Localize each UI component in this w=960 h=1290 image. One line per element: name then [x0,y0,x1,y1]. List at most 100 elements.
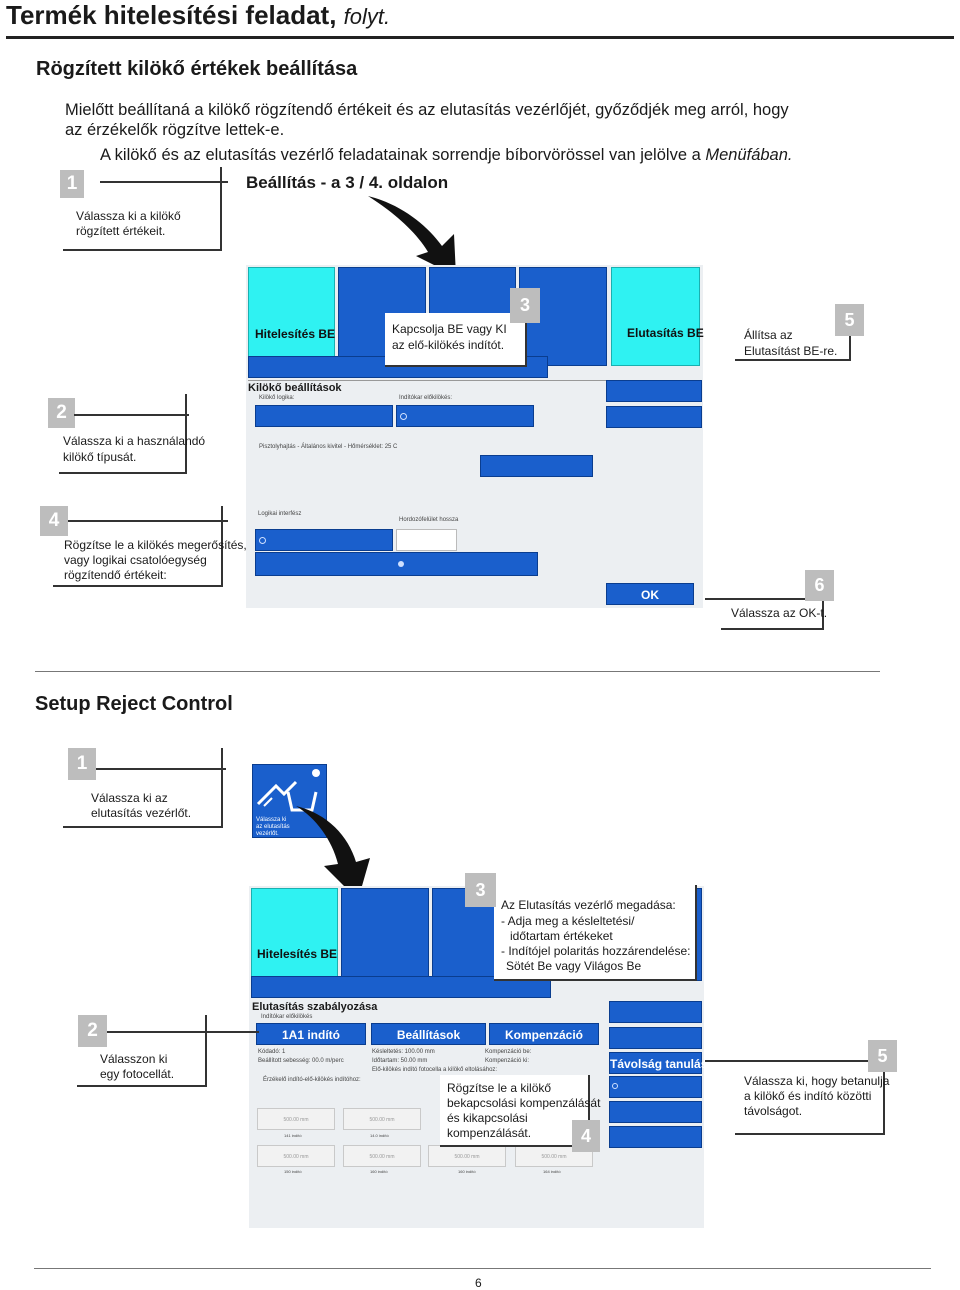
s2-step4-box [440,1075,590,1147]
screen1-divider [248,380,700,381]
screen2-kodado: Kódadó: 1 [258,1049,286,1055]
section1-para2: az érzékelők rögzítve lettek-e. [65,121,285,139]
section1-title: Rögzített kilökő értékek beállítása [36,58,358,80]
screen2-tab-indito[interactable]: 1A1 indító [256,1023,366,1045]
s2-step4-text3: és kikapcsolási [447,1111,528,1125]
s1-step5-text2: Elutasítást BE-re. [744,344,838,358]
screen2-btn-blank1[interactable] [341,888,429,981]
screen1-bottom-radio[interactable] [398,561,404,567]
screen1-inditokar-toggle[interactable] [396,405,534,427]
screen1-side-btn2[interactable] [606,406,702,428]
s1-step3-box [385,313,527,367]
screen1-logikai-btn[interactable] [255,529,393,551]
s2-step3-text2: - Adja meg a késleltetési/ [501,914,635,928]
menu-path-label: Beállítás - a 3 / 4. oldalon [246,173,449,192]
screen1-bottom-btn[interactable] [255,552,538,576]
s2-step2-connector [107,1031,259,1033]
page-header-title: Termék hitelesítési feladat, folyt. [6,0,390,31]
section1-para1: Mielőtt beállítaná a kilökő rögzítendő é… [65,101,789,119]
screen1-hordozo-input[interactable] [396,529,457,551]
s1-step2-box [59,394,187,474]
header-title-text: Termék hitelesítési feladat, [6,0,337,30]
screen2-tab-kompenzacio-label: Kompenzáció [504,1028,583,1042]
s1-step1-badge: 1 [60,170,84,198]
screen2-field3[interactable]: 500.00 mm [257,1145,335,1167]
screen2-erzekelo: Érzékelő indító-elő-kilökés indítóhoz: [263,1077,361,1083]
s1-step1-connector [100,181,228,183]
s2-step2-text2: egy fotocellát. [100,1067,175,1081]
s2-step3-badge: 3 [465,873,496,907]
screen2-group-title: Elutasítás szabályozása [252,1001,378,1013]
screen2-field4-label: 160 indító [370,1169,388,1174]
screen2-side-btn2[interactable] [609,1027,702,1049]
screen2-side-btn5[interactable] [609,1101,702,1123]
screen2-side-btn1[interactable] [609,1001,702,1023]
reject-control-icon [256,769,320,812]
screen2-tab-indito-label: 1A1 indító [281,1028,340,1042]
s1-step4-connector [68,520,228,522]
s2-step5-connector [705,1060,870,1062]
s2-step3-text5: Sötét Be vagy Világos Be [506,959,642,973]
screen2-tabstrip[interactable] [251,976,551,998]
s1-step3-text1: Kapcsolja BE vagy KI [392,322,507,336]
s1-step1-text1: Válassza ki a kilökő [76,209,181,223]
screen2-field1[interactable]: 500.00 mm [257,1108,335,1130]
s1-step5-box [735,318,851,361]
screen2-komp-ki: Kompenzáció ki: [485,1058,530,1064]
screen2-field2-label: 14.0 indító [370,1133,389,1138]
s1-step6-connector [705,598,805,600]
screen2-side-btn4[interactable] [609,1076,702,1098]
screen2-side-radio[interactable] [612,1083,618,1089]
screen2-field6-label: 164 indító [543,1169,561,1174]
screen2-field5[interactable]: 500.00 mm [428,1145,506,1167]
screen2-elokilokes: Elő-kilökés indító fotocella a kilökő el… [372,1067,498,1073]
section2-title: Setup Reject Control [35,693,233,715]
s2-step1-text1: Válassza ki az [91,791,168,805]
para3-text: A kilökő és az elutasítás vezérlő felada… [100,146,706,164]
screen2-btn-hitelesites-label: Hitelesítés BE [257,947,338,961]
screen1-ok-button[interactable]: OK [606,583,694,605]
s1-step4-text2: vagy logikai csatolóegység [64,553,207,567]
screen1-btn-elutasitas[interactable] [611,267,700,366]
screen2-keslelt: Késleltetés: 100.00 mm [372,1049,435,1055]
screen2-side-btn6[interactable] [609,1126,702,1148]
screen1-group-title: Kilökő beállítások [248,382,342,394]
screen1-lbl-inditokar: Indítókar előkilökés: [399,395,453,401]
s2-step1-badge: 1 [68,748,96,780]
s1-step2-text1: Válassza ki a használandó [63,434,206,448]
screen2-field2[interactable]: 500.00 mm [343,1108,421,1130]
screen2-field1-label: 141 indító [284,1133,302,1138]
s1-step5-text1: Állítsa az [744,328,793,342]
screen2-tab-beallitasok[interactable]: Beállítások [371,1023,486,1045]
screen1-logika-select[interactable] [255,405,393,427]
screen2-idotartam: Időtartam: 50.00 mm [372,1058,428,1064]
screen1-lbl-hordozo: Hordozófelület hossza [399,517,459,523]
s1-step4-box [53,506,223,587]
screen2-field4[interactable]: 500.00 mm [343,1145,421,1167]
s1-step4-badge: 4 [40,506,68,536]
s2-step4-badge: 4 [572,1120,600,1152]
screen1-btn-elutasitas-label: Elutasítás BE [627,326,704,340]
section-divider [35,671,880,672]
screen1-side-btn1[interactable] [606,380,702,402]
icon-caption-1: Válassza ki [256,817,287,823]
screen2-btn-hitelesites[interactable] [251,888,338,981]
s1-step2-text2: kilökő típusát. [63,450,137,464]
screen2-lbl-inditokar: Indítókar előkilökés [261,1014,313,1020]
screen2-komp-be: Kompenzáció be: [485,1049,532,1055]
s2-step1-connector [96,768,226,770]
screen2-tab-beallitasok-label: Beállítások [396,1028,461,1042]
s2-step5-box [735,1060,885,1135]
screen1-lbl-logika: Kilökő logika: [259,395,295,401]
screen1-pisztoly-btn[interactable] [480,455,593,477]
s2-step4-text1: Rögzítse le a kilökő [447,1081,552,1095]
s2-step4-text2: bekapcsolási kompenzálását [447,1096,601,1110]
screen1-btn-hitelesites[interactable] [248,267,335,366]
screen1-logikai-radio[interactable] [259,537,266,544]
screen2-tab-kompenzacio[interactable]: Kompenzáció [489,1023,599,1045]
screen2-btn-tavolsag[interactable]: Távolság tanulása [609,1052,714,1074]
screen1-inditokar-radio[interactable] [400,413,407,420]
s2-step3-box [494,885,697,981]
header-title-suffix: folyt. [343,4,391,29]
s1-step6-badge: 6 [805,570,834,601]
